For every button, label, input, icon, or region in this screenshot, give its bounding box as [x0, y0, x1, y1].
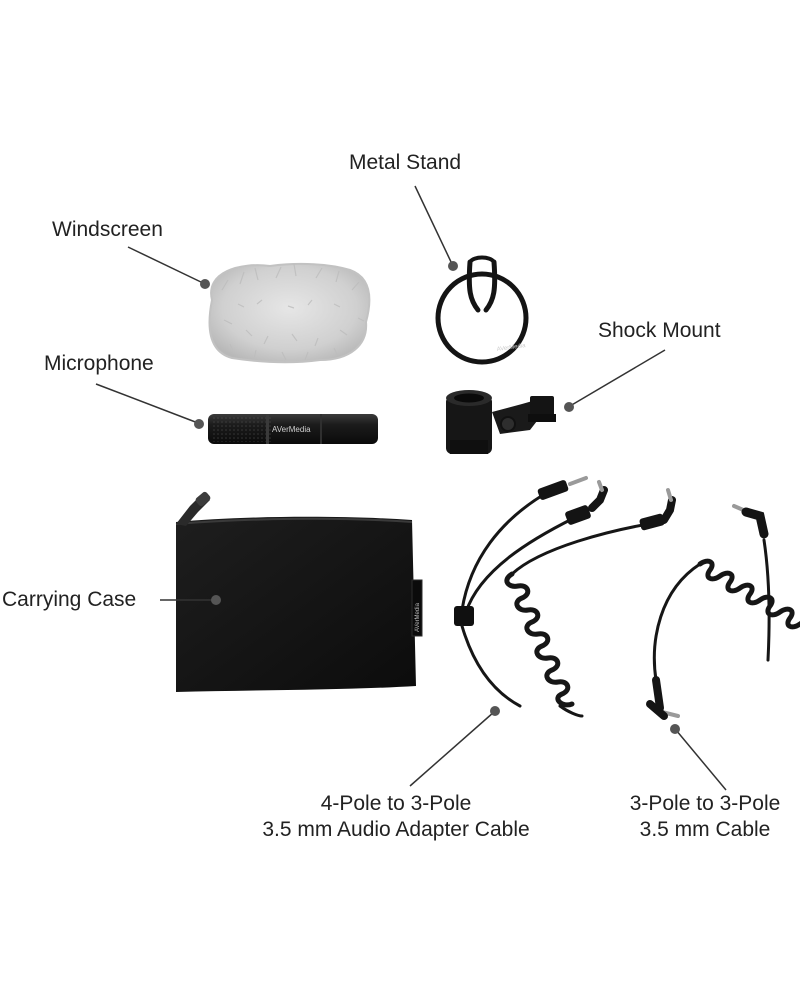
microphone-image: AVerMedia	[208, 414, 378, 444]
three-pole-cable-label-line1: 3-Pole to 3-Pole	[629, 792, 781, 815]
adapter-cable-image	[454, 476, 676, 718]
shock-mount-dot	[564, 402, 574, 412]
three-pole-cable-image	[646, 504, 800, 720]
leader-lines	[95, 185, 727, 791]
shock-mount-image	[446, 390, 556, 454]
carrying-case-dot	[211, 595, 221, 605]
three-pole-cable-label: 3-Pole to 3-Pole 3.5 mm Cable	[610, 791, 800, 843]
carrying-case-label: Carrying Case	[2, 588, 137, 611]
three-pole-cable-label-line2: 3.5 mm Cable	[639, 818, 771, 841]
windscreen-image	[208, 262, 371, 364]
microphone-dot	[194, 419, 204, 429]
metal-stand-dot	[448, 261, 458, 271]
windscreen-label: Windscreen	[52, 218, 163, 241]
adapter-cable-label-line1: 4-Pole to 3-Pole	[320, 792, 472, 815]
carrying-case-brand-mark: AVerMedia	[415, 602, 421, 632]
microphone-label: Microphone	[44, 352, 154, 375]
adapter-cable-label: 4-Pole to 3-Pole 3.5 mm Audio Adapter Ca…	[226, 791, 566, 843]
three-pole-cable-dot	[670, 724, 680, 734]
metal-stand-label: Metal Stand	[349, 151, 462, 174]
adapter-cable-dot	[490, 706, 500, 716]
adapter-cable-label-line2: 3.5 mm Audio Adapter Cable	[262, 818, 530, 841]
windscreen-dot	[200, 279, 210, 289]
shock-mount-label: Shock Mount	[598, 319, 721, 342]
metal-stand-brand-mark: AVerMedia	[496, 343, 526, 353]
leader-dots	[194, 261, 680, 734]
microphone-brand-mark: AVerMedia	[272, 425, 311, 434]
carrying-case-image: AVerMedia	[175, 491, 423, 692]
metal-stand-image: AVerMedia	[435, 255, 529, 365]
